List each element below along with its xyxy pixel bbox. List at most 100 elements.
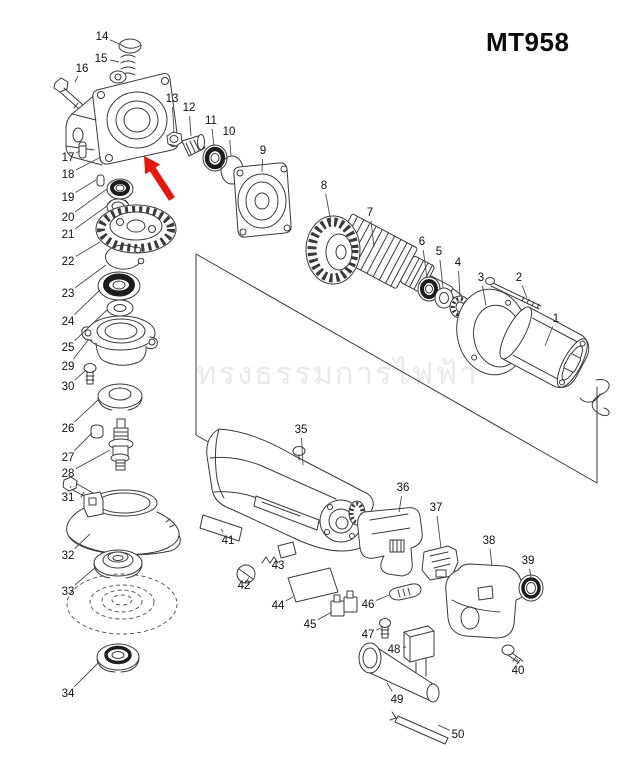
pinion-gear-12-drawing <box>181 134 206 157</box>
part-leader-16 <box>74 75 79 83</box>
motor-housing-35-drawing <box>206 428 374 552</box>
pin-19-drawing <box>96 174 105 187</box>
part-leader-41 <box>220 528 224 533</box>
part-leader-7 <box>370 220 375 248</box>
screw-30-drawing <box>83 363 97 385</box>
part-label-8: 8 <box>321 180 327 192</box>
part-label-12: 12 <box>183 102 196 114</box>
bearing-20-drawing <box>106 178 134 200</box>
screw-31-drawing <box>62 476 96 501</box>
wheel-guard-32-drawing <box>66 489 181 556</box>
bearing-retainer-9-drawing <box>233 162 292 238</box>
part-label-45: 45 <box>304 619 317 631</box>
sheet-44-drawing <box>287 567 339 603</box>
part-label-17: 17 <box>62 152 75 164</box>
part-leader-31 <box>69 485 72 489</box>
part-label-10: 10 <box>223 126 236 138</box>
part-leader-28 <box>75 449 111 470</box>
key-27-drawing <box>90 424 104 439</box>
part-leader-6 <box>422 249 428 279</box>
watermark-text: ทรงธรรมการไฟฟ้า <box>196 356 479 391</box>
part-leader-30 <box>74 370 86 381</box>
part-leader-26 <box>74 398 100 423</box>
bearing-box-29-drawing <box>81 315 158 366</box>
inner-flange-33-drawing <box>93 549 143 579</box>
part-label-22: 22 <box>62 256 75 268</box>
part-label-41: 41 <box>222 535 235 547</box>
part-leader-45 <box>317 611 333 621</box>
part-leader-24 <box>74 289 101 316</box>
part-label-3: 3 <box>478 272 484 284</box>
part-leader-29 <box>73 338 90 360</box>
part-leader-34 <box>74 661 100 687</box>
part-leader-37 <box>436 515 442 549</box>
screw-40-drawing <box>501 644 524 665</box>
nut-13-drawing <box>166 131 183 147</box>
exploded-view-boundary <box>195 253 598 484</box>
part-label-40: 40 <box>512 665 525 677</box>
part-leader-27 <box>74 432 93 451</box>
part-label-50: 50 <box>452 729 465 741</box>
part-label-16: 16 <box>76 63 89 75</box>
part-labels-layer: 1234567891011121314151617181920212223242… <box>62 31 560 741</box>
part-leader-1 <box>544 326 554 347</box>
part-leader-13 <box>172 106 175 133</box>
part-leader-4 <box>458 270 461 297</box>
terminal-block-45-drawing <box>330 590 358 617</box>
part-leader-36 <box>398 495 403 513</box>
part-label-1: 1 <box>553 313 559 325</box>
part-label-32: 32 <box>62 550 75 562</box>
part-leader-47 <box>375 627 382 631</box>
part-label-44: 44 <box>272 600 285 612</box>
motor-field-1-drawing <box>499 306 610 417</box>
part-leader-38 <box>489 548 493 567</box>
bevel-gear-8-drawing <box>305 215 361 285</box>
switch-37-drawing <box>421 545 459 581</box>
part-label-25: 25 <box>62 342 75 354</box>
part-label-11: 11 <box>205 115 217 127</box>
part-leader-9 <box>261 158 264 173</box>
part-leader-19 <box>75 179 97 193</box>
screw-47-drawing <box>379 618 391 639</box>
part-leader-32 <box>74 533 91 550</box>
part-leader-8 <box>325 193 332 223</box>
part-label-38: 38 <box>483 535 496 547</box>
rear-cover-38-drawing <box>445 563 526 639</box>
washer-5-drawing <box>434 287 454 309</box>
bolt-16-drawing <box>53 77 93 118</box>
ring-39-drawing <box>518 574 544 602</box>
part-label-5: 5 <box>436 246 442 258</box>
part-label-42: 42 <box>238 580 251 592</box>
pin-17-drawing <box>78 141 87 159</box>
part-leader-39 <box>529 568 532 578</box>
part-leader-3 <box>482 285 487 307</box>
part-label-20: 20 <box>62 212 75 224</box>
rod-50-drawing <box>389 711 449 745</box>
screw-2-drawing <box>485 277 542 310</box>
part-label-31: 31 <box>62 492 75 504</box>
part-label-33: 33 <box>62 586 75 598</box>
cap-14-drawing <box>118 38 142 54</box>
part-label-46: 46 <box>362 599 375 611</box>
part-label-19: 19 <box>62 192 75 204</box>
part-leader-35 <box>301 437 304 466</box>
carbon-brush-43-drawing <box>261 541 297 564</box>
red-arrow <box>144 156 175 201</box>
part-leader-48 <box>402 646 407 648</box>
part-leader-33 <box>74 566 97 586</box>
spindle-28-drawing <box>108 418 134 471</box>
part-label-47: 47 <box>362 629 375 641</box>
part-leader-15 <box>109 59 120 63</box>
bearing-11-drawing <box>202 144 228 172</box>
brush-holder-36-drawing <box>357 507 423 577</box>
part-label-14: 14 <box>96 31 109 43</box>
part-label-29: 29 <box>62 361 75 373</box>
bearing-6-drawing <box>417 276 441 302</box>
part-label-18: 18 <box>62 169 75 181</box>
capacitor-48-drawing <box>403 625 435 680</box>
part-leader-2 <box>521 285 528 299</box>
grinding-wheel-dashed-drawing <box>66 573 178 635</box>
part-label-15: 15 <box>95 53 108 65</box>
part-leader-42 <box>245 577 250 583</box>
